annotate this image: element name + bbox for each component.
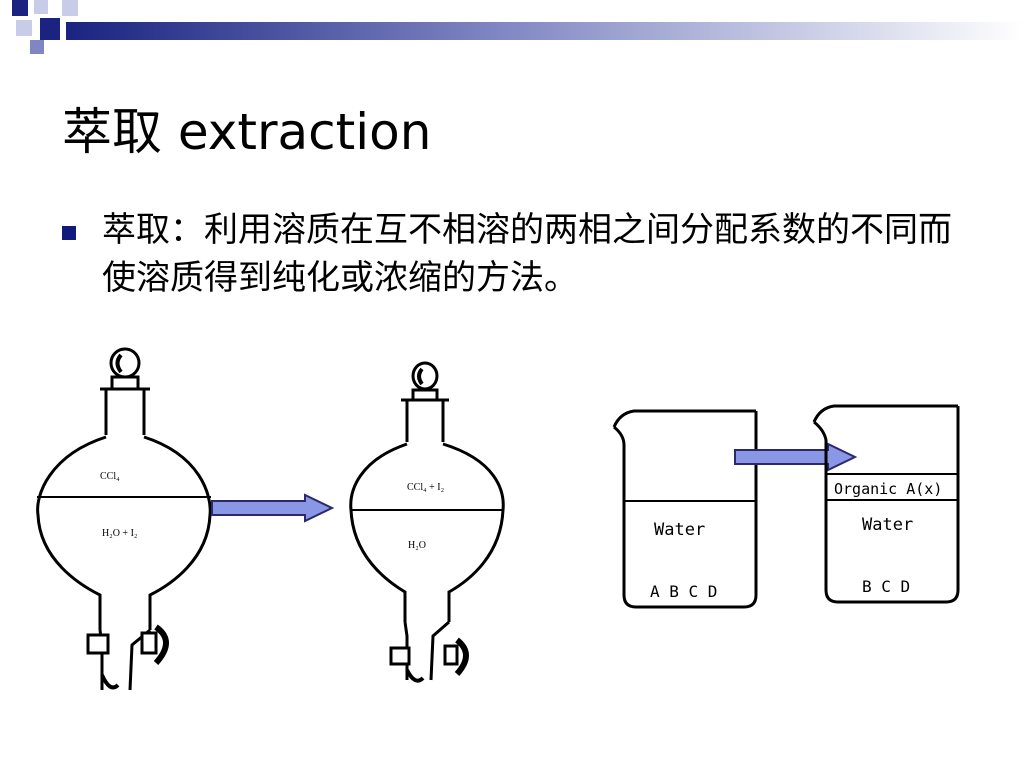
beaker-before: Water A B C D xyxy=(610,405,765,615)
bullet-square-icon xyxy=(62,226,76,240)
organic-label: Organic A(x) xyxy=(834,480,942,498)
upper-phase-label: CCl₄ xyxy=(100,471,120,482)
bullet-text: 萃取：利用溶质在互不相溶的两相之间分配系数的不同而使溶质得到纯化或浓缩的方法。 xyxy=(102,210,952,298)
water-label: Water xyxy=(862,515,913,535)
lower-phase-label: H₂O + I₂ xyxy=(102,528,137,539)
water-label: Water xyxy=(654,520,705,540)
arrow-icon xyxy=(210,493,335,523)
separatory-funnel-after: CCl₄ + I₂ H₂O xyxy=(345,360,510,690)
header-decoration xyxy=(12,0,1024,54)
solutes-label: A B C D xyxy=(650,582,717,601)
separatory-funnel-before: CCl₄ H₂O + I₂ xyxy=(30,345,220,700)
slide-title: 萃取 extraction xyxy=(62,103,432,161)
solutes-label: B C D xyxy=(862,577,910,596)
upper-phase-label: CCl₄ + I₂ xyxy=(407,482,444,493)
beaker-after: Organic A(x) Water B C D xyxy=(810,400,965,610)
lower-phase-label: H₂O xyxy=(408,540,426,551)
